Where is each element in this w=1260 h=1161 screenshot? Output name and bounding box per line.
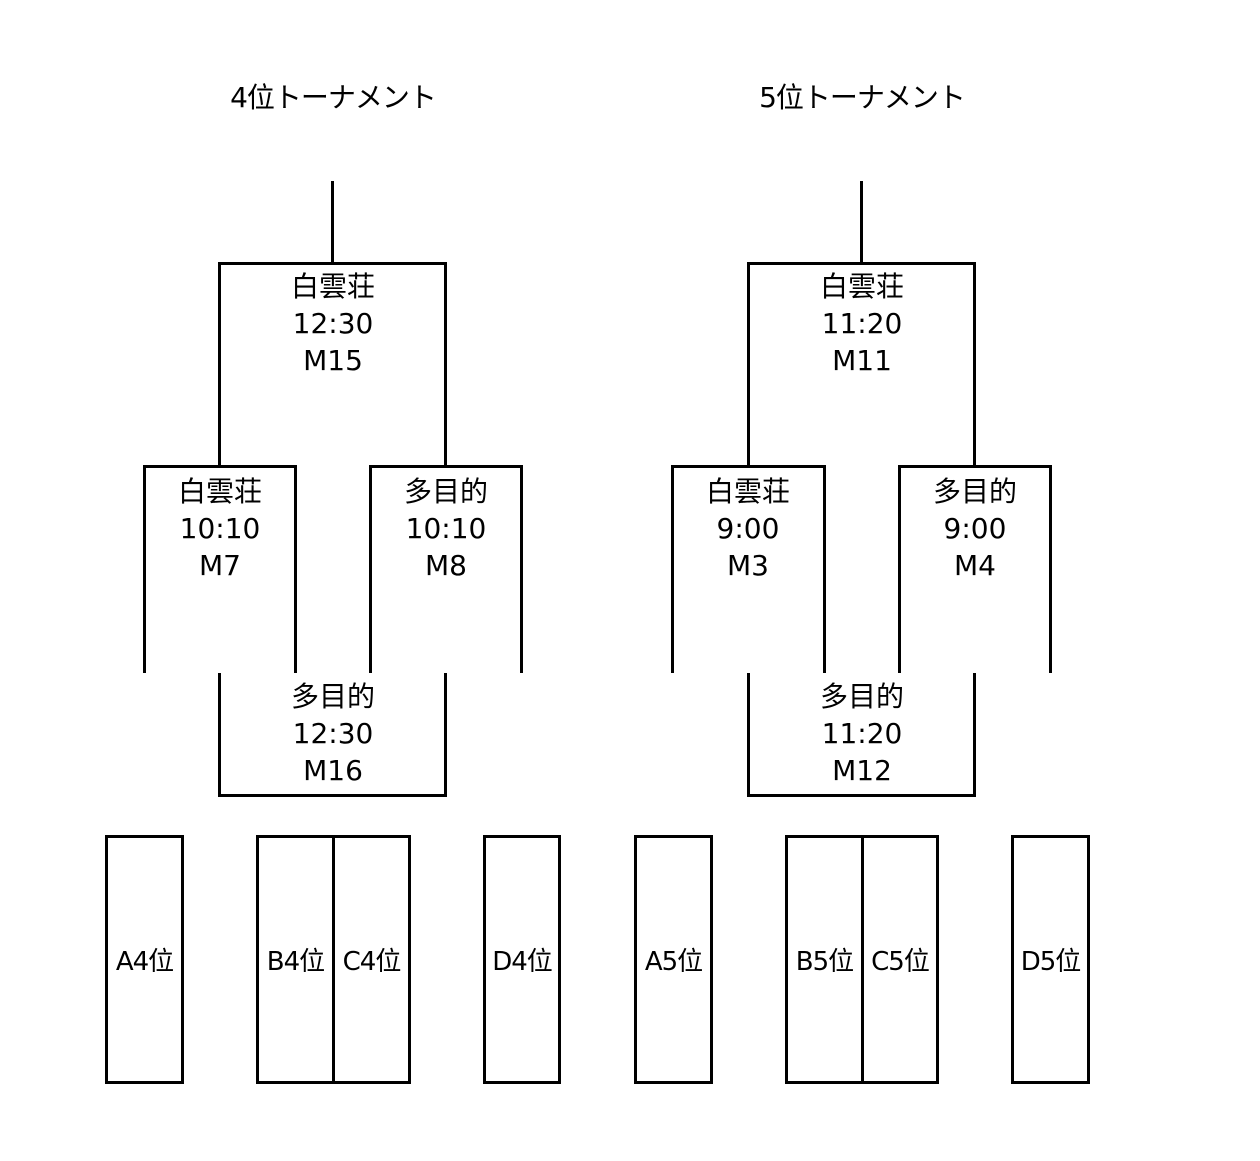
consolation-bottom xyxy=(218,794,447,797)
match-id: M11 xyxy=(832,344,892,377)
match-id: M8 xyxy=(425,549,467,582)
semi-left-left xyxy=(671,465,674,673)
semi-right-top xyxy=(369,465,523,468)
semi-left-top xyxy=(671,465,826,468)
consolation-right xyxy=(444,673,447,797)
match-id: M16 xyxy=(303,754,363,787)
semi-right-top xyxy=(898,465,1052,468)
seed-box-d: D4位 xyxy=(483,835,561,1084)
seed-box-c: C4位 xyxy=(332,835,411,1084)
match-id: M4 xyxy=(954,549,996,582)
semi-right-left xyxy=(369,465,372,673)
final-bracket-right xyxy=(444,262,447,467)
semi-right-right xyxy=(1049,465,1052,673)
match-final-m15: 白雲荘 12:30 M15 xyxy=(233,268,433,379)
match-time: 11:20 xyxy=(821,307,903,340)
match-venue: 多目的 xyxy=(932,475,1017,508)
seed-box-a: A5位 xyxy=(634,835,713,1084)
semi-right-right xyxy=(520,465,523,673)
match-final-m11: 白雲荘 11:20 M11 xyxy=(762,268,962,379)
seed-box-b: B5位 xyxy=(785,835,864,1084)
final-bracket-right xyxy=(973,262,976,467)
seed-box-b: B4位 xyxy=(256,835,335,1084)
match-id: M7 xyxy=(199,549,241,582)
match-id: M15 xyxy=(303,344,363,377)
match-venue: 多目的 xyxy=(403,475,488,508)
match-time: 9:00 xyxy=(943,512,1007,545)
semi-left-right xyxy=(823,465,826,673)
match-venue: 白雲荘 xyxy=(177,475,262,508)
final-bracket-left xyxy=(747,262,750,467)
bracket-title: 5位トーナメント xyxy=(759,81,966,114)
semi-left-left xyxy=(143,465,146,673)
match-venue: 多目的 xyxy=(290,680,375,713)
match-time: 10:10 xyxy=(179,512,261,545)
consolation-bottom xyxy=(747,794,976,797)
winner-line xyxy=(860,181,863,264)
match-venue: 白雲荘 xyxy=(819,270,904,303)
match-venue: 多目的 xyxy=(819,680,904,713)
match-semi-m3: 白雲荘 9:00 M3 xyxy=(648,473,848,584)
match-semi-m8: 多目的 10:10 M8 xyxy=(346,473,546,584)
semi-left-top xyxy=(143,465,297,468)
seed-box-c: C5位 xyxy=(861,835,939,1084)
match-id: M12 xyxy=(832,754,892,787)
match-id: M3 xyxy=(727,549,769,582)
seed-box-d: D5位 xyxy=(1011,835,1090,1084)
semi-left-right xyxy=(294,465,297,673)
match-time: 12:30 xyxy=(292,307,374,340)
bracket-title: 4位トーナメント xyxy=(230,81,437,114)
consolation-left xyxy=(218,673,221,797)
winner-line xyxy=(331,181,334,264)
match-time: 10:10 xyxy=(405,512,487,545)
match-semi-m7: 白雲荘 10:10 M7 xyxy=(120,473,320,584)
match-venue: 白雲荘 xyxy=(705,475,790,508)
seed-box-a: A4位 xyxy=(105,835,184,1084)
consolation-left xyxy=(747,673,750,797)
match-consolation-m16: 多目的 12:30 M16 xyxy=(233,678,433,789)
final-bracket-top xyxy=(747,262,976,265)
consolation-right xyxy=(973,673,976,797)
semi-right-left xyxy=(898,465,901,673)
match-venue: 白雲荘 xyxy=(290,270,375,303)
match-time: 12:30 xyxy=(292,717,374,750)
match-consolation-m12: 多目的 11:20 M12 xyxy=(762,678,962,789)
match-time: 11:20 xyxy=(821,717,903,750)
match-time: 9:00 xyxy=(716,512,780,545)
final-bracket-left xyxy=(218,262,221,467)
match-semi-m4: 多目的 9:00 M4 xyxy=(875,473,1075,584)
final-bracket-top xyxy=(218,262,447,265)
